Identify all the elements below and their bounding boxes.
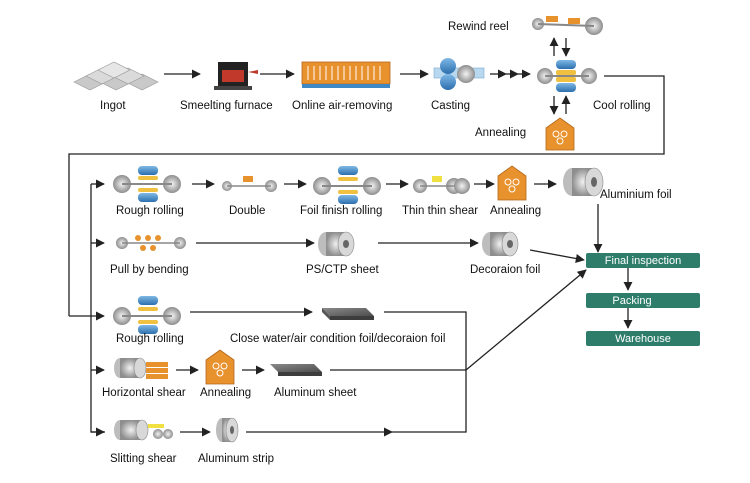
label-thin-thin-shear: Thin thin shear	[402, 205, 478, 217]
annealing-furnace-icon	[545, 117, 575, 151]
rough-rolling-icon-1	[113, 166, 181, 202]
label-annealing-row1: Annealing	[490, 205, 541, 217]
foil-finish-rolling-icon	[313, 166, 381, 204]
decoration-foil-coil-icon	[482, 231, 519, 257]
label-slitting-shear: Slitting shear	[110, 453, 177, 465]
label-ingot: Ingot	[100, 100, 126, 112]
aluminum-strip-coil-icon	[216, 417, 239, 443]
ingot-icon	[73, 61, 159, 91]
annealing-furnace-icon-row1	[497, 165, 527, 201]
casting-icon	[433, 58, 485, 90]
horizontal-shear-icon	[114, 357, 168, 379]
double-icon	[222, 176, 277, 192]
label-annealing-row4: Annealing	[200, 387, 251, 399]
label-horizontal-shear: Horizontal shear	[102, 387, 186, 399]
annealing-furnace-icon-row4	[205, 349, 235, 385]
connector-strip	[392, 370, 467, 433]
rewind-reel-icon	[532, 16, 603, 35]
aluminum-sheet-icon	[270, 364, 322, 376]
label-aluminum-strip: Aluminum strip	[198, 453, 274, 465]
label-decoraion-foil: Decoraion foil	[470, 264, 540, 276]
smelting-furnace-icon	[214, 62, 258, 90]
label-foil-finish-rolling: Foil finish rolling	[300, 205, 382, 217]
label-aluminium-foil: Aluminium foil	[600, 189, 672, 201]
warehouse-box	[586, 331, 700, 346]
aluminium-foil-coil-icon	[563, 167, 604, 197]
label-rough-rolling-1: Rough rolling	[116, 205, 184, 217]
label-close-water-air: Close water/air condition foil/decoraion…	[230, 333, 445, 345]
rough-rolling-icon-2	[113, 296, 181, 334]
cool-rolling-icon	[537, 60, 597, 92]
label-annealing-top: Annealing	[475, 127, 526, 139]
connector-close-water	[384, 311, 467, 370]
label-ps-ctp-sheet: PS/CTP sheet	[306, 264, 379, 276]
packing-box	[586, 293, 700, 308]
close-water-sheet-icon	[322, 308, 374, 320]
label-cool-rolling: Cool rolling	[593, 100, 651, 112]
label-packing: Packing	[612, 295, 651, 307]
label-pull-by-bending: Pull by bending	[110, 264, 189, 276]
label-final-inspection: Final inspection	[605, 255, 681, 267]
label-online-air-removing: Online air-removing	[292, 100, 392, 112]
label-aluminum-sheet: Aluminum sheet	[274, 387, 357, 399]
ps-ctp-sheet-coil-icon	[318, 231, 355, 257]
arrow-to-inspection	[465, 269, 587, 371]
connector-main-bus	[68, 75, 665, 316]
pull-by-bending-icon	[116, 235, 186, 251]
label-casting: Casting	[431, 100, 470, 112]
thin-shear-icon	[413, 176, 470, 194]
label-rough-rolling-2: Rough rolling	[116, 333, 184, 345]
arrow-decoration-inspection	[529, 249, 585, 263]
label-warehouse: Warehouse	[615, 333, 671, 345]
slitting-shear-icon	[114, 419, 173, 441]
final-inspection-box	[586, 253, 700, 268]
air-removing-icon	[301, 61, 391, 88]
label-smelting-furnace: Smeelting furnace	[180, 100, 273, 112]
label-rewind-reel: Rewind reel	[448, 21, 509, 33]
label-double: Double	[229, 205, 265, 217]
